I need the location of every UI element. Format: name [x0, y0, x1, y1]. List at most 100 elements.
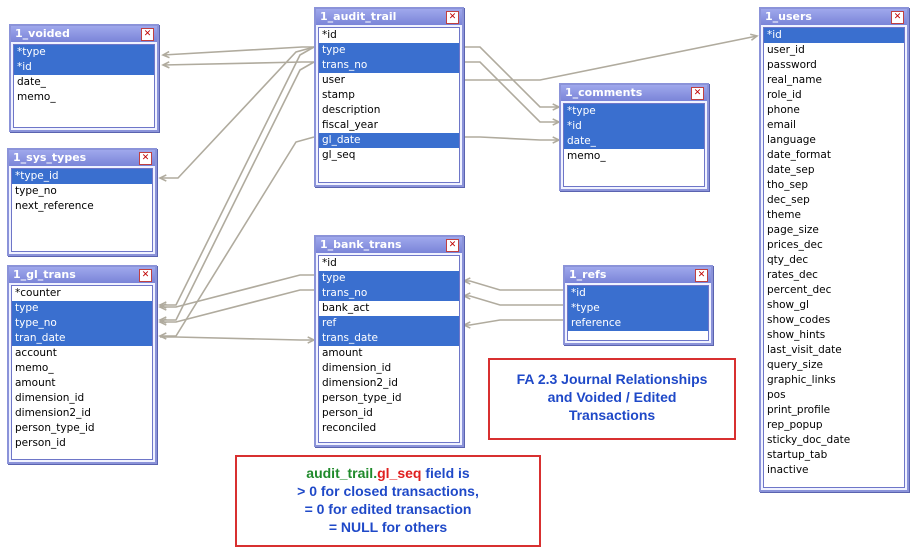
field-row[interactable]: bank_act: [322, 302, 370, 314]
field-row[interactable]: date_: [564, 134, 704, 149]
field-row[interactable]: qty_dec: [767, 254, 809, 266]
field-row[interactable]: next_reference: [15, 200, 94, 212]
field-row[interactable]: reference: [568, 316, 708, 331]
field-row[interactable]: dimension2_id: [322, 377, 398, 389]
field-row[interactable]: *type: [568, 301, 708, 316]
field-row[interactable]: language: [767, 134, 816, 146]
field-row[interactable]: *type_id: [12, 169, 152, 184]
table-comments[interactable]: 1_comments ✕ *type *id date_ memo_: [559, 83, 709, 191]
field-row[interactable]: person_type_id: [15, 422, 95, 434]
table-audit-trail[interactable]: 1_audit_trail ✕ *id type trans_no user s…: [314, 7, 464, 187]
field-row[interactable]: show_gl: [767, 299, 809, 311]
field-row[interactable]: pos: [767, 389, 786, 401]
field-row[interactable]: inactive: [767, 464, 809, 476]
table-refs[interactable]: 1_refs ✕ *id *type reference: [563, 265, 713, 345]
table-users-title[interactable]: 1_users ✕: [761, 9, 907, 25]
field-row[interactable]: print_profile: [767, 404, 831, 416]
field-row[interactable]: rep_popup: [767, 419, 823, 431]
table-gl-trans[interactable]: 1_gl_trans ✕ *counter type type_no tran_…: [7, 265, 157, 464]
field-row[interactable]: dimension2_id: [15, 407, 91, 419]
field-row[interactable]: description: [322, 104, 381, 116]
field-row[interactable]: tran_date: [12, 331, 152, 346]
field-row[interactable]: memo_: [17, 91, 56, 103]
field-row[interactable]: type_no: [15, 185, 57, 197]
field-row[interactable]: real_name: [767, 74, 822, 86]
table-voided[interactable]: 1_voided ✕ *type *id date_ memo_: [9, 24, 159, 132]
field-row[interactable]: page_size: [767, 224, 819, 236]
field-row[interactable]: memo_: [15, 362, 54, 374]
field-row[interactable]: prices_dec: [767, 239, 823, 251]
field-row[interactable]: show_hints: [767, 329, 826, 341]
table-users[interactable]: 1_users ✕ *id user_id password real_name…: [759, 7, 909, 492]
field-row[interactable]: last_visit_date: [767, 344, 842, 356]
field-row[interactable]: trans_date: [319, 331, 459, 346]
table-sys-types[interactable]: 1_sys_types ✕ *type_id type_no next_refe…: [7, 148, 157, 256]
field-row[interactable]: fiscal_year: [322, 119, 378, 131]
field-row[interactable]: *counter: [15, 287, 61, 299]
field-row[interactable]: person_id: [322, 407, 373, 419]
field-row[interactable]: sticky_doc_date: [767, 434, 851, 446]
field-row[interactable]: dec_sep: [767, 194, 810, 206]
field-row[interactable]: *id: [322, 29, 337, 41]
field-row[interactable]: type_no: [12, 316, 152, 331]
field-row[interactable]: *id: [564, 119, 704, 134]
close-icon[interactable]: ✕: [139, 152, 152, 165]
field-row[interactable]: theme: [767, 209, 801, 221]
close-icon[interactable]: ✕: [446, 11, 459, 24]
field-row[interactable]: percent_dec: [767, 284, 832, 296]
field-row[interactable]: *id: [322, 257, 337, 269]
field-row[interactable]: account: [15, 347, 57, 359]
field-row[interactable]: *type: [564, 104, 704, 119]
field-row[interactable]: role_id: [767, 89, 802, 101]
field-row[interactable]: user_id: [767, 44, 805, 56]
close-icon[interactable]: ✕: [139, 269, 152, 282]
field-row[interactable]: date_: [17, 76, 46, 88]
field-row[interactable]: type: [319, 43, 459, 58]
field-row[interactable]: phone: [767, 104, 800, 116]
field-row[interactable]: email: [767, 119, 796, 131]
table-bank-trans-title[interactable]: 1_bank_trans ✕: [316, 237, 462, 253]
field-row[interactable]: type: [319, 271, 459, 286]
field-row[interactable]: dimension_id: [322, 362, 392, 374]
field-row[interactable]: person_id: [15, 437, 66, 449]
field-row[interactable]: gl_date: [319, 133, 459, 148]
field-row[interactable]: person_type_id: [322, 392, 402, 404]
field-row[interactable]: memo_: [567, 150, 606, 162]
field-row[interactable]: *id: [764, 28, 904, 43]
field-row[interactable]: *id: [568, 286, 708, 301]
field-row[interactable]: *type: [14, 45, 154, 60]
table-refs-title[interactable]: 1_refs ✕: [565, 267, 711, 283]
field-row[interactable]: ref: [319, 316, 459, 331]
close-icon[interactable]: ✕: [446, 239, 459, 252]
field-row[interactable]: dimension_id: [15, 392, 85, 404]
field-row[interactable]: startup_tab: [767, 449, 828, 461]
field-row[interactable]: show_codes: [767, 314, 831, 326]
field-row[interactable]: type: [12, 301, 152, 316]
field-row[interactable]: stamp: [322, 89, 355, 101]
field-row[interactable]: trans_no: [319, 58, 459, 73]
field-row[interactable]: graphic_links: [767, 374, 836, 386]
field-row[interactable]: rates_dec: [767, 269, 818, 281]
table-audit-trail-title[interactable]: 1_audit_trail ✕: [316, 9, 462, 25]
field-row[interactable]: user: [322, 74, 345, 86]
table-comments-title[interactable]: 1_comments ✕: [561, 85, 707, 101]
field-row[interactable]: amount: [322, 347, 363, 359]
field-row[interactable]: date_format: [767, 149, 831, 161]
field-row[interactable]: *id: [14, 60, 154, 75]
table-gl-trans-title[interactable]: 1_gl_trans ✕: [9, 267, 155, 283]
field-row[interactable]: reconciled: [322, 422, 377, 434]
close-icon[interactable]: ✕: [691, 87, 704, 100]
table-bank-trans[interactable]: 1_bank_trans ✕ *id type trans_no bank_ac…: [314, 235, 464, 447]
close-icon[interactable]: ✕: [891, 11, 904, 24]
field-row[interactable]: trans_no: [319, 286, 459, 301]
field-row[interactable]: gl_seq: [322, 149, 356, 161]
close-icon[interactable]: ✕: [141, 28, 154, 41]
field-row[interactable]: date_sep: [767, 164, 815, 176]
field-row[interactable]: query_size: [767, 359, 823, 371]
table-sys-types-title[interactable]: 1_sys_types ✕: [9, 150, 155, 166]
field-row[interactable]: amount: [15, 377, 56, 389]
close-icon[interactable]: ✕: [695, 269, 708, 282]
field-row[interactable]: password: [767, 59, 817, 71]
field-row[interactable]: tho_sep: [767, 179, 809, 191]
table-voided-title[interactable]: 1_voided ✕: [11, 26, 157, 42]
